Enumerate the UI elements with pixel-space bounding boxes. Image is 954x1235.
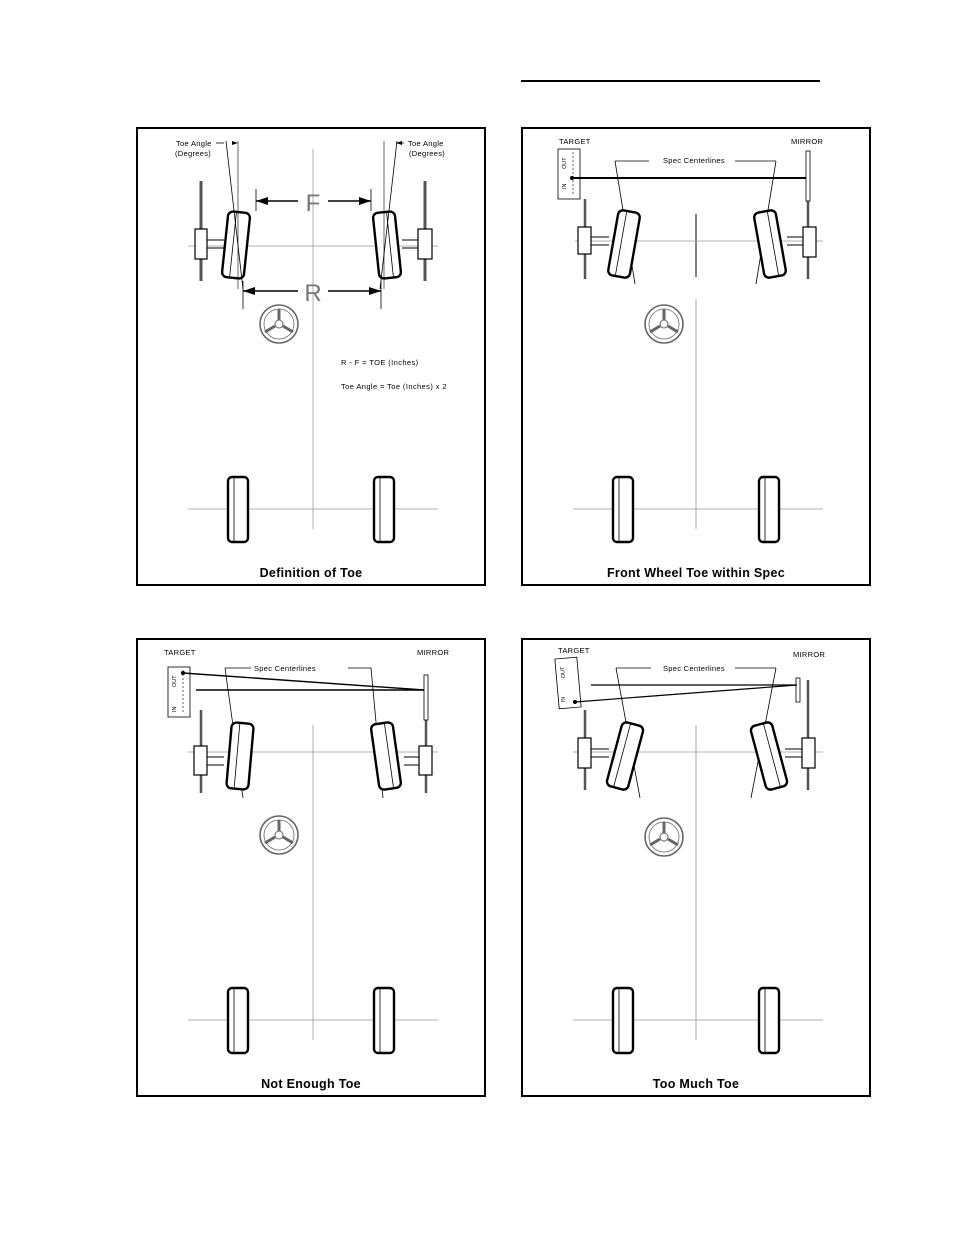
steering-wheel-icon [645, 818, 683, 856]
steering-wheel-icon [260, 816, 298, 854]
gauge-in-label: IN [562, 183, 568, 189]
panel-caption: Definition of Toe [138, 566, 484, 580]
too-much-toe-diagram: TARGET MIRROR OUT IN Spec Centerlines [523, 640, 869, 1095]
target-label: TARGET [164, 648, 196, 657]
left-rear-tire [613, 988, 633, 1053]
target-label: TARGET [559, 137, 591, 146]
target-gauge: OUT IN [555, 657, 581, 709]
f-arrow-right [359, 197, 371, 205]
gauge-in-label: IN [172, 706, 178, 712]
left-rear-tire [228, 477, 248, 542]
within-spec-diagram: TARGET MIRROR OUT IN Spec Centerlines [523, 129, 869, 584]
right-spindle [418, 229, 432, 259]
right-rear-tire [374, 988, 394, 1053]
left-spindle [194, 746, 207, 775]
toe-angle-right-unit: (Degrees) [409, 149, 445, 158]
gauge-out-label: OUT [562, 157, 568, 169]
spec-centerlines-label: Spec Centerlines [663, 664, 725, 673]
panel-caption: Front Wheel Toe within Spec [523, 566, 869, 580]
laser-beam-outgoing [575, 685, 797, 702]
left-spindle [578, 227, 591, 254]
mirror [806, 151, 810, 201]
right-rear-tire [374, 477, 394, 542]
formula-toe-angle: Toe Angle = Toe (Inches) x 2 [341, 382, 447, 391]
spec-centerlines-label: Spec Centerlines [254, 664, 316, 673]
rear-dimension-label: R [304, 280, 321, 307]
gauge-out-label: OUT [172, 675, 178, 687]
toe-angle-left-unit: (Degrees) [175, 149, 211, 158]
mirror-label: MIRROR [417, 648, 449, 657]
right-spindle [803, 227, 816, 257]
f-arrow-left [256, 197, 268, 205]
panel-not-enough-toe: TARGET MIRROR OUT IN Spec Centerlines [136, 638, 486, 1097]
mirror [796, 678, 800, 702]
formula-toe: R - F = TOE (Inches) [341, 358, 419, 367]
panel-too-much-toe: TARGET MIRROR OUT IN Spec Centerlines [521, 638, 871, 1097]
mirror-label: MIRROR [793, 650, 825, 659]
panel-definition-of-toe: Toe Angle (Degrees) Toe Angle (Degrees) … [136, 127, 486, 586]
left-front-tire [226, 722, 254, 790]
gauge-in-label: IN [561, 696, 567, 702]
definition-diagram: Toe Angle (Degrees) Toe Angle (Degrees) … [138, 129, 484, 584]
toe-angle-right-label: Toe Angle [408, 139, 444, 148]
right-rear-tire [759, 477, 779, 542]
target-label: TARGET [558, 646, 590, 655]
right-front-tire [750, 721, 788, 790]
target-gauge: OUT IN [168, 667, 190, 717]
toe-angle-left-label: Toe Angle [176, 139, 212, 148]
mirror [424, 675, 428, 720]
left-spindle [578, 738, 591, 768]
front-dimension-label: F [306, 190, 321, 217]
left-rear-tire [613, 477, 633, 542]
steering-wheel-icon [645, 305, 683, 343]
not-enough-toe-diagram: TARGET MIRROR OUT IN Spec Centerlines [138, 640, 484, 1095]
right-spindle [419, 746, 432, 775]
r-arrow-right [369, 287, 381, 295]
panel-caption: Too Much Toe [523, 1077, 869, 1091]
left-rear-tire [228, 988, 248, 1053]
right-front-tire [373, 211, 402, 279]
right-spindle [802, 738, 815, 768]
target-gauge: OUT IN [558, 149, 580, 199]
spec-centerlines-label: Spec Centerlines [663, 156, 725, 165]
r-arrow-left [243, 287, 255, 295]
gauge-out-label: OUT [560, 666, 567, 679]
left-front-tire [606, 721, 644, 790]
steering-wheel-icon [260, 305, 298, 343]
header-rule [521, 80, 820, 82]
left-front-tire [607, 210, 640, 279]
laser-beam-outgoing [183, 673, 424, 690]
mirror-label: MIRROR [791, 137, 823, 146]
panel-within-spec: TARGET MIRROR OUT IN Spec Centerlines [521, 127, 871, 586]
right-rear-tire [759, 988, 779, 1053]
left-spindle [195, 229, 207, 259]
left-front-tire [222, 211, 251, 279]
panel-caption: Not Enough Toe [138, 1077, 484, 1091]
